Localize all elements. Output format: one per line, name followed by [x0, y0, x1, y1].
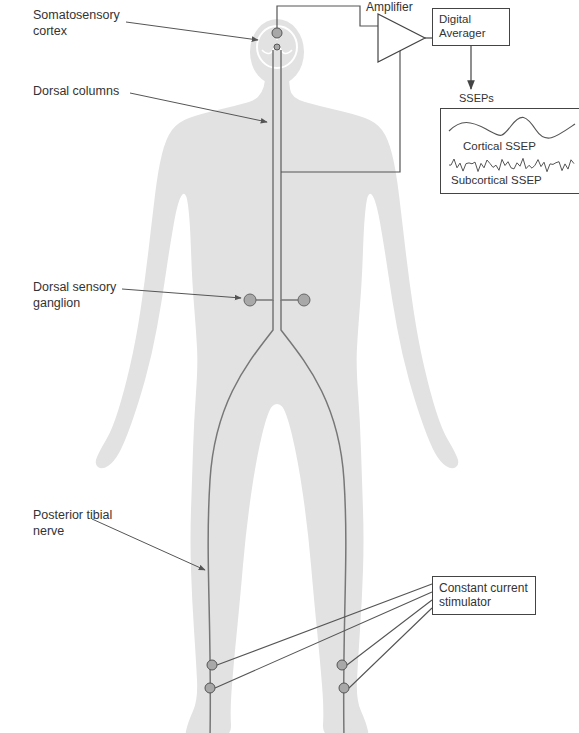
stimulator-wire	[215, 584, 432, 688]
dorsal-column	[281, 50, 298, 300]
scalp-electrode	[272, 28, 282, 38]
node-label: Digital Averager	[439, 13, 503, 41]
stimulating-electrode	[205, 683, 215, 693]
head	[250, 19, 304, 85]
leader-arrow	[126, 22, 258, 40]
tibial-nerve	[281, 300, 346, 733]
ganglion	[298, 294, 310, 306]
part-label: Posterior tibial nerve	[33, 508, 113, 539]
brain-outline	[257, 26, 297, 68]
recording-wire	[281, 51, 400, 172]
part-label: Dorsal sensory ganglion	[33, 280, 133, 311]
panel-heading: SSEPs	[459, 92, 494, 105]
ganglion	[244, 294, 256, 306]
leader-arrow	[122, 289, 241, 298]
amplifier-triangle	[378, 14, 425, 62]
cortical-waveform	[449, 117, 575, 138]
subcortical-waveform	[449, 158, 574, 171]
amplifier-symbol: Amplifier	[366, 0, 428, 64]
part-label: Somatosensory cortex	[33, 8, 133, 39]
process-box: Digital Averager	[432, 8, 510, 46]
signal-connector	[470, 46, 471, 89]
leader-arrow	[92, 519, 205, 570]
dorsal-column	[256, 50, 273, 300]
node-label: Amplifier	[366, 0, 413, 14]
stimulator-box: Constant current stimulator	[432, 576, 536, 615]
stimulating-electrode	[337, 660, 347, 670]
recording-wire	[277, 6, 378, 28]
node-label: Cortical SSEP	[463, 140, 536, 154]
tibial-nerve	[208, 300, 273, 733]
node-label: Subcortical SSEP	[451, 174, 542, 188]
body-silhouette	[96, 80, 459, 733]
output-panel: SSEPsCortical SSEPSubcortical SSEP	[440, 108, 579, 194]
stimulating-electrode	[207, 660, 217, 670]
brain-folds	[262, 27, 292, 54]
leader-arrow	[130, 93, 267, 122]
node-label: Constant current stimulator	[439, 581, 529, 610]
stimulating-electrode	[339, 683, 349, 693]
scalp-electrode	[274, 44, 280, 50]
part-label: Dorsal columns	[33, 84, 163, 100]
